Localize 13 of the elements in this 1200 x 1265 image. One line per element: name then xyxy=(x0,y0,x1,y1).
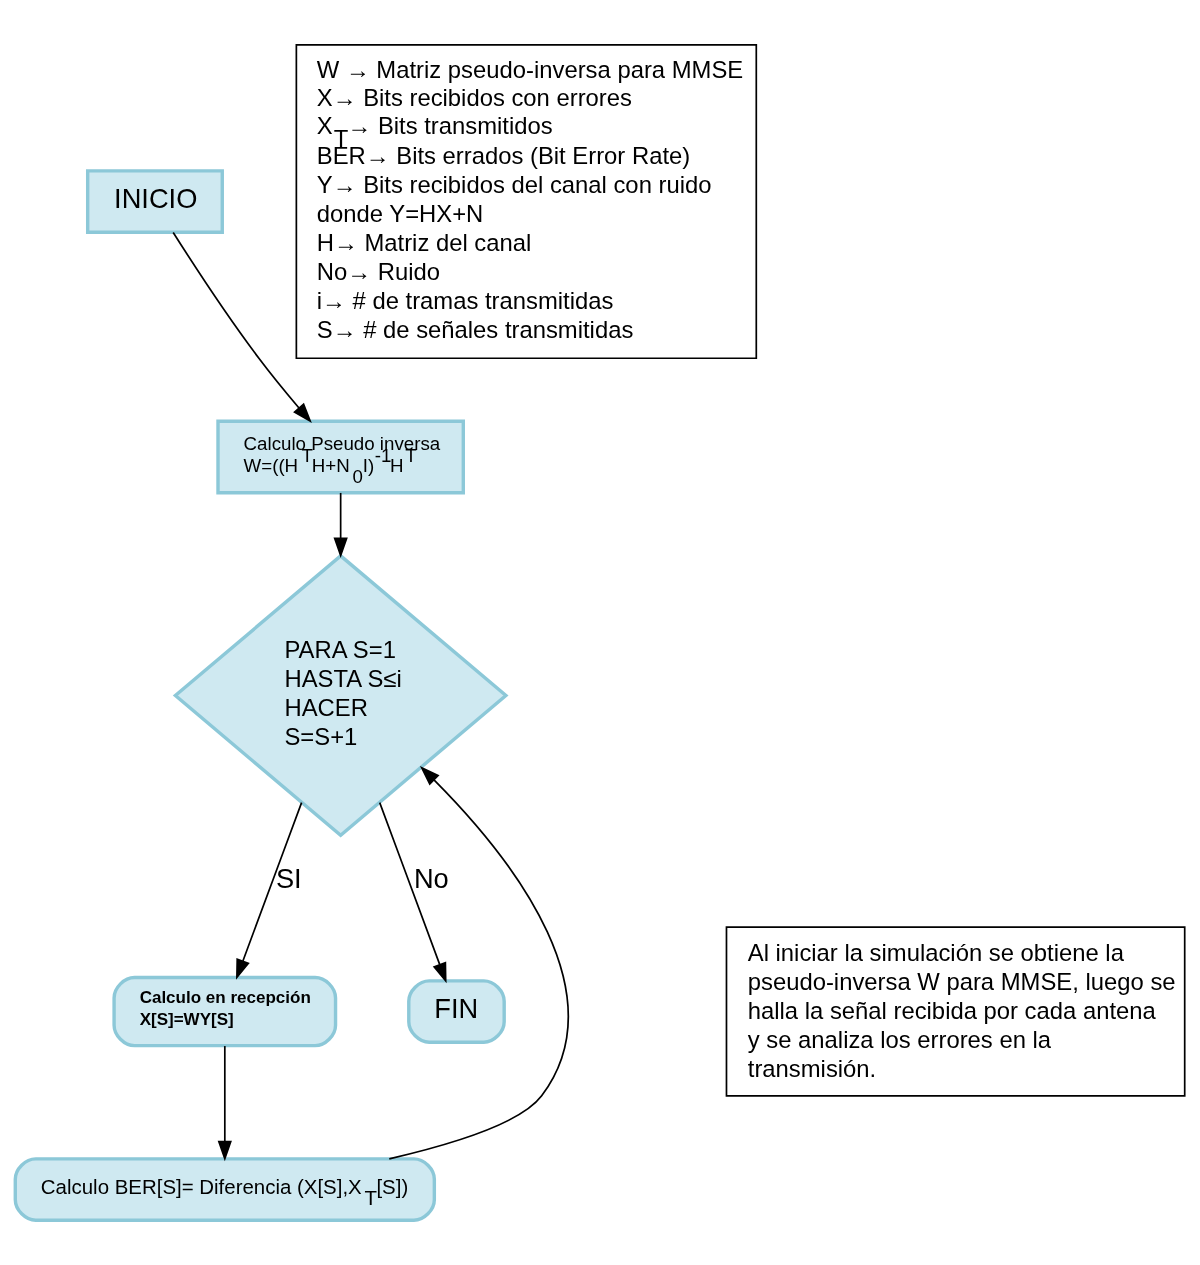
arrow xyxy=(217,1045,232,1162)
node-diamond: PARA S=1 HASTA S≤i HACER S=S+1 xyxy=(172,553,509,838)
arrow xyxy=(236,801,303,980)
edge-label: No xyxy=(413,862,449,894)
node-box: Al iniciar la simulación se obtiene la pseudo-inversa W para MMSE, luego se halla la señal recibida por cada antena y se analiza los errores en la transmisión. xyxy=(725,926,1186,1097)
arrow xyxy=(172,231,312,423)
arrow xyxy=(388,765,570,1160)
edge-label: SI xyxy=(275,862,302,894)
arrow xyxy=(333,492,348,558)
node-box: Calculo en recepción X[S]=WY[S] xyxy=(112,975,338,1048)
node-box: FIN xyxy=(407,979,506,1044)
node-box: INICIO xyxy=(86,169,224,234)
arrow xyxy=(378,801,447,984)
